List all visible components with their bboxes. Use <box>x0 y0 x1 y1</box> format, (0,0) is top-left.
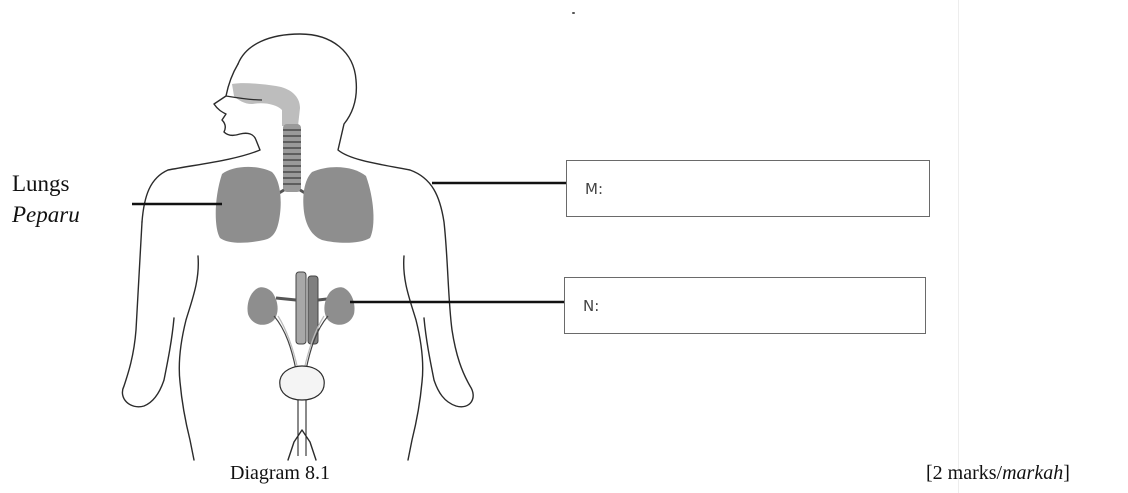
lungs-label-malay: Peparu <box>12 199 80 230</box>
lungs-label-english: Lungs <box>12 168 80 199</box>
trachea-icon <box>274 124 310 196</box>
answer-box-m-prefix: M: <box>585 180 603 198</box>
airway-icon <box>226 83 300 126</box>
left-kidney-icon <box>247 287 277 325</box>
answer-box-m[interactable]: M: <box>566 160 930 217</box>
answer-box-n[interactable]: N: <box>564 277 926 334</box>
diagram-caption: Diagram 8.1 <box>230 462 330 485</box>
marks-malay: markah <box>1002 462 1063 484</box>
marks-allocation: [2 marks/markah] <box>926 462 1070 485</box>
urinary-system-icon <box>247 272 354 456</box>
right-kidney-icon <box>324 287 354 325</box>
lungs-label: Lungs Peparu <box>12 168 80 230</box>
marks-suffix: ] <box>1063 462 1070 484</box>
answer-box-n-prefix: N: <box>583 297 599 315</box>
bladder-icon <box>280 366 324 400</box>
marks-prefix: [2 marks/ <box>926 462 1002 484</box>
